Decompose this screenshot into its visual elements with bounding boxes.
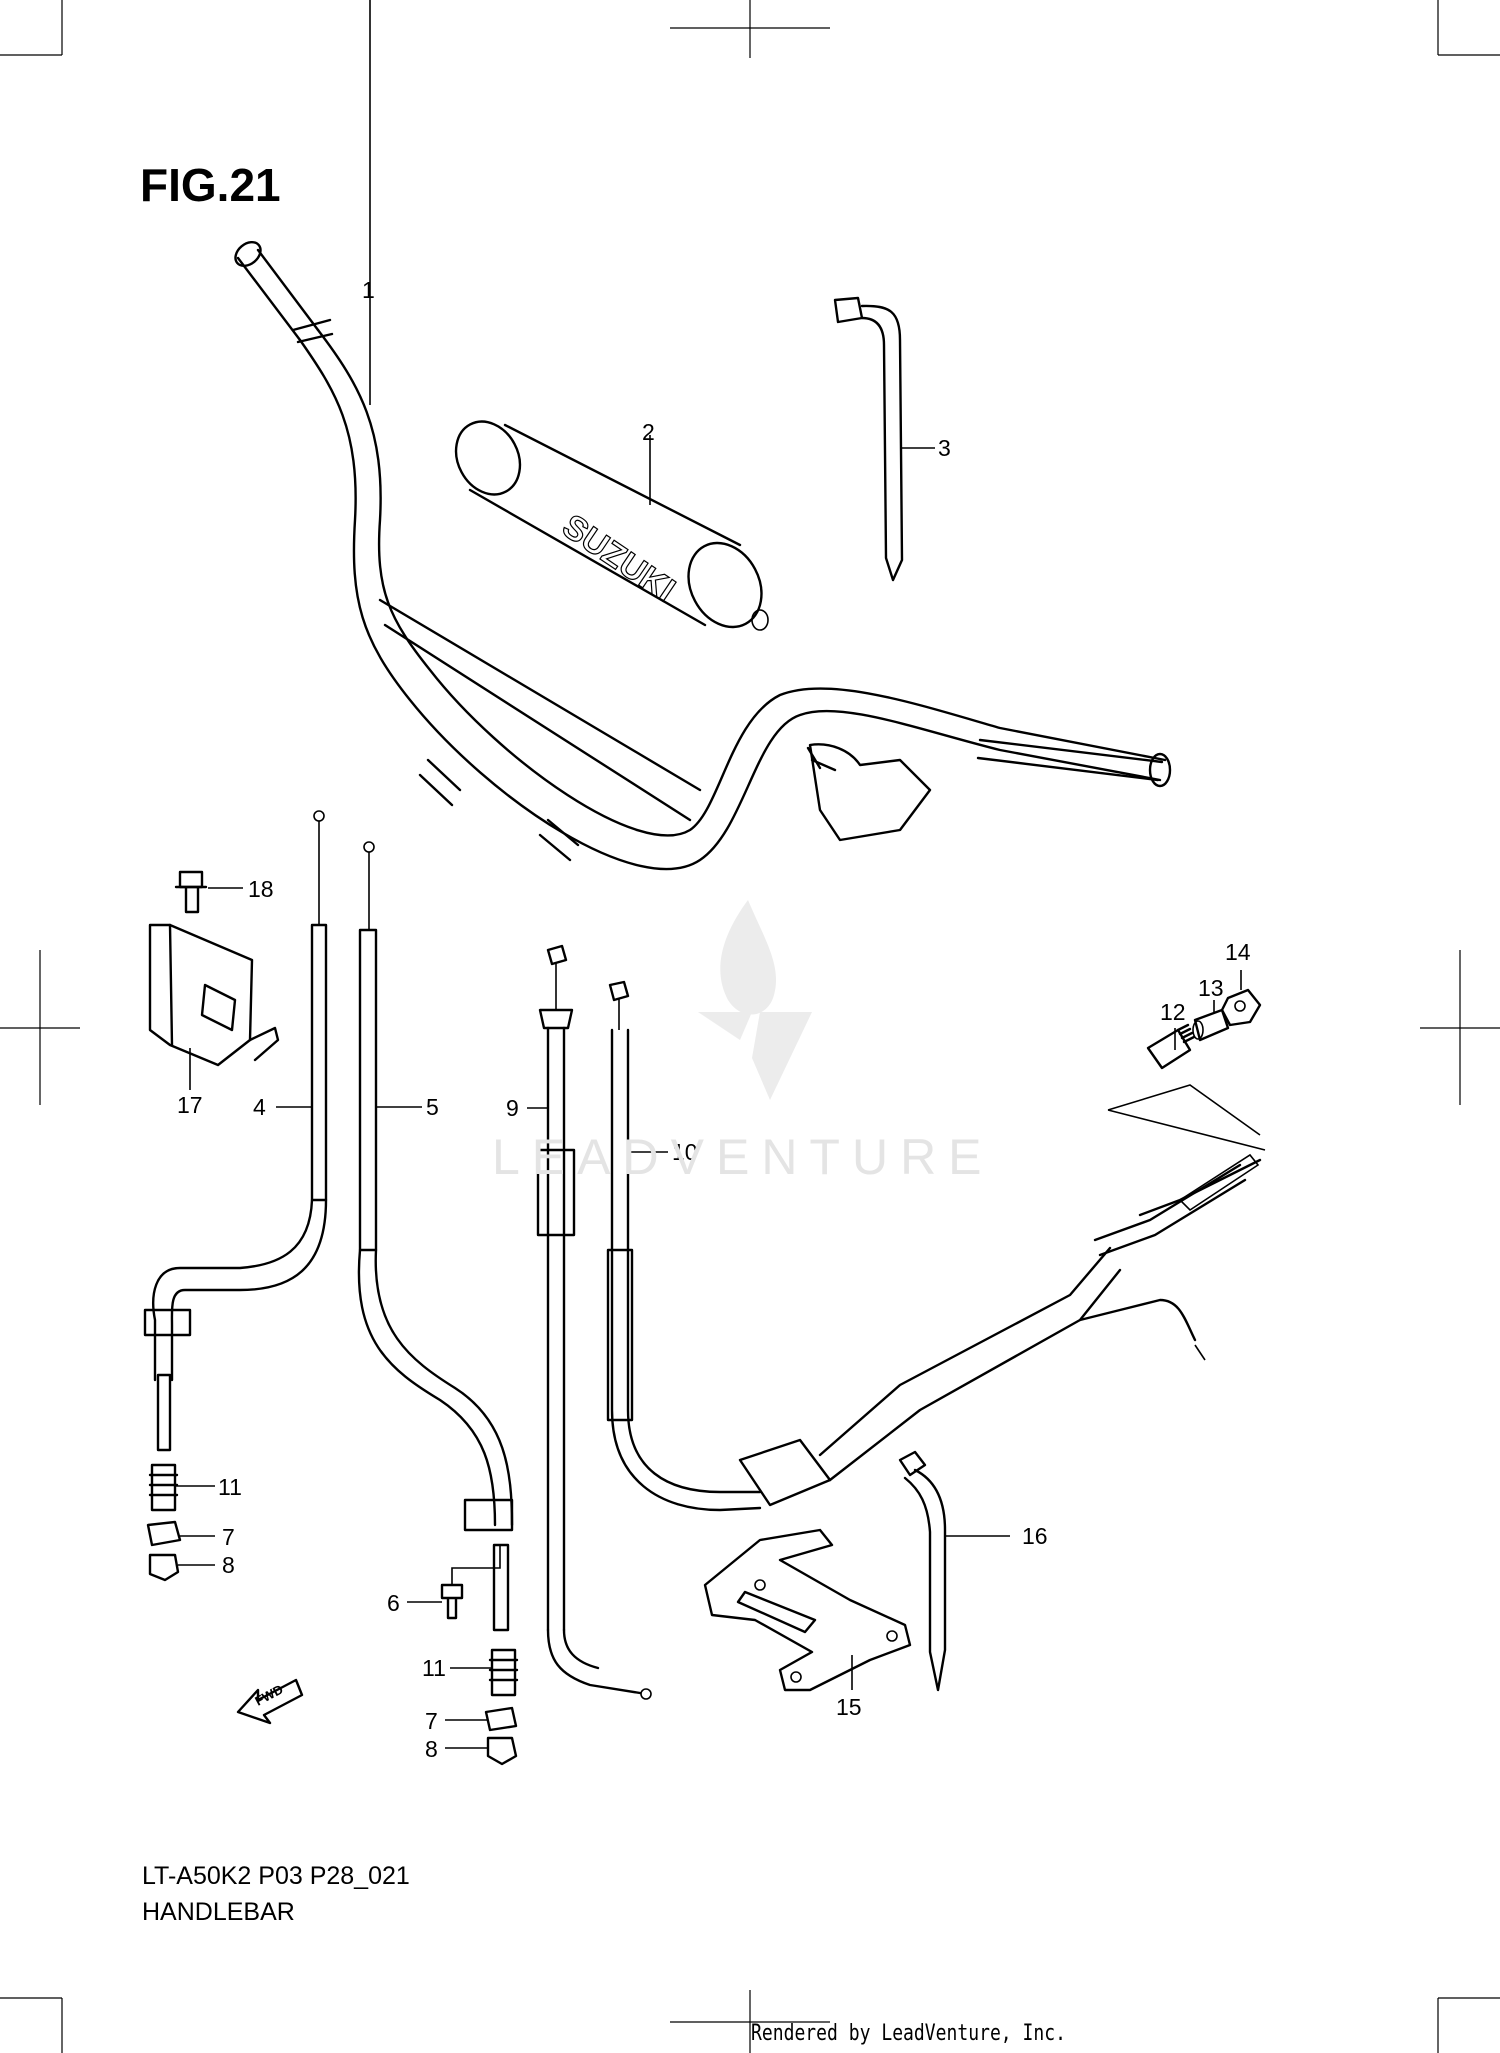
- section-name: HANDLEBAR: [142, 1898, 295, 1926]
- throttle-cable-part-10[interactable]: [606, 980, 1262, 1512]
- callout-5[interactable]: 5: [426, 1094, 439, 1120]
- bracket-part-15[interactable]: [703, 1528, 912, 1692]
- figure-title: FIG.21: [140, 159, 281, 211]
- callout-9[interactable]: 9: [506, 1095, 519, 1121]
- callout-7[interactable]: 7: [425, 1708, 438, 1734]
- callout-8[interactable]: 8: [222, 1552, 235, 1578]
- callout-15[interactable]: 15: [836, 1694, 862, 1720]
- handlebar-part[interactable]: [231, 0, 1172, 871]
- callout-4[interactable]: 4: [253, 1094, 266, 1120]
- callout-2[interactable]: 2: [642, 419, 655, 445]
- callout-1[interactable]: 1: [362, 277, 375, 303]
- cable-tie-part[interactable]: [833, 296, 904, 582]
- throttle-cable-part-9[interactable]: [536, 944, 652, 1700]
- callout-7[interactable]: 7: [222, 1524, 235, 1550]
- callout-11[interactable]: 11: [218, 1474, 242, 1500]
- spring-part-11-left[interactable]: [148, 1463, 179, 1512]
- callout-11[interactable]: 11: [422, 1655, 446, 1681]
- cable-clip-part-7-left[interactable]: [146, 1520, 182, 1547]
- model-code: LT-A50K2 P03 P28_021: [142, 1862, 410, 1890]
- callout-17[interactable]: 17: [177, 1092, 203, 1118]
- grip-logo-text: SUZUKI: [556, 507, 682, 609]
- cable-clip-part-13[interactable]: [1192, 1008, 1230, 1042]
- watermark-logo-icon: [698, 900, 812, 1100]
- forward-arrow-icon: FWD: [236, 1678, 304, 1725]
- nut-part-8-left[interactable]: [148, 1553, 180, 1582]
- callout-6[interactable]: 6: [387, 1590, 400, 1616]
- callout-10[interactable]: 10: [672, 1139, 698, 1165]
- nut-part-14[interactable]: [1220, 988, 1262, 1027]
- brake-cable-part-5[interactable]: [357, 841, 514, 1632]
- callout-14[interactable]: 14: [1225, 939, 1251, 965]
- spring-part-11-right[interactable]: [488, 1648, 519, 1697]
- bracket-part-17[interactable]: [148, 923, 280, 1067]
- callout-3[interactable]: 3: [938, 435, 951, 461]
- adjuster-part-12[interactable]: [1146, 1023, 1196, 1070]
- screw-part-6[interactable]: [440, 1583, 464, 1620]
- callout-12[interactable]: 12: [1160, 999, 1186, 1025]
- nut-part-8-right[interactable]: [486, 1736, 518, 1766]
- bolt-part-18[interactable]: [174, 870, 208, 914]
- leader-line: [407, 1545, 501, 1603]
- leader-line: [1107, 1084, 1266, 1151]
- cable-tie-part-16[interactable]: [898, 1450, 947, 1692]
- callout-18[interactable]: 18: [248, 876, 274, 902]
- watermark-text: LEADVENTURE: [492, 1129, 994, 1185]
- callout-labels: 1 2 3 18 17 4 5 9 10 14 13 12 11 7 8 6 1…: [177, 277, 1251, 1762]
- callout-16[interactable]: 16: [1022, 1523, 1048, 1549]
- footer-credit: Rendered by LeadVenture, Inc.: [751, 2021, 1066, 2046]
- cable-clip-part-7-right[interactable]: [484, 1706, 518, 1732]
- brake-cable-part-4[interactable]: [143, 810, 328, 1452]
- fwd-label: FWD: [252, 1682, 285, 1709]
- callout-8[interactable]: 8: [425, 1736, 438, 1762]
- callout-13[interactable]: 13: [1198, 975, 1224, 1001]
- handlebar-pad-part[interactable]: SUZUKI: [444, 410, 776, 639]
